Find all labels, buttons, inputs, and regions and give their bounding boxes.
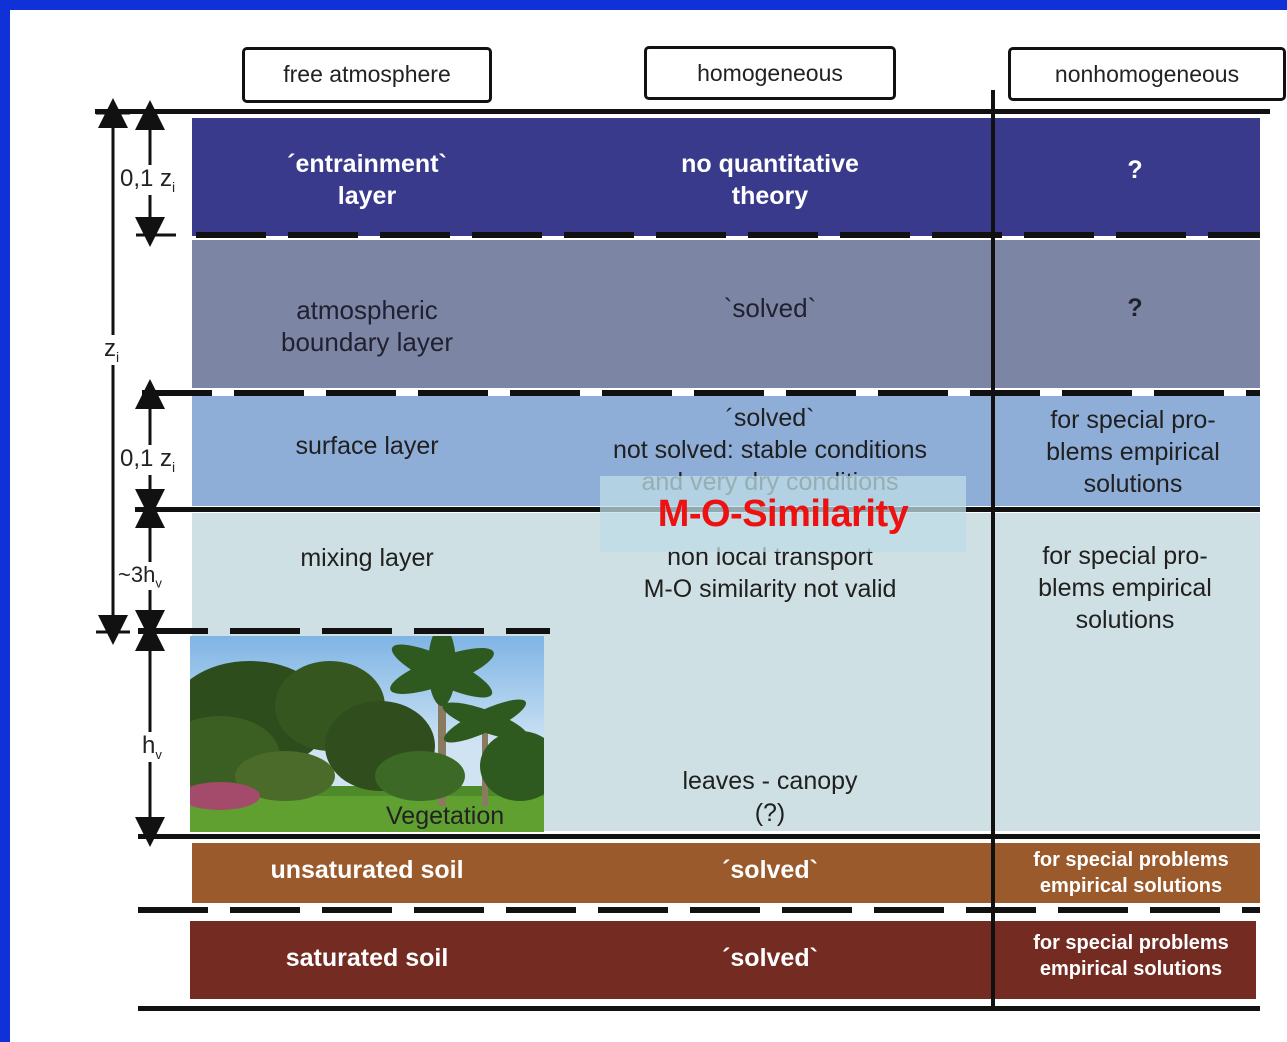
label-surface-scale-text: 0,1 z	[120, 445, 173, 472]
band-saturated-soil	[190, 921, 1256, 999]
cell-surface-homogeneous: ´solved` not solved: stable conditions a…	[612, 404, 928, 496]
label-surface-scale-sub: i	[172, 458, 176, 475]
cell-entrainment-layer: ´entrainment` layer	[287, 150, 447, 210]
entrainment-dashed-line	[196, 232, 1260, 238]
bottom-line	[138, 1006, 1260, 1011]
label-canopy-scale-text: h	[142, 732, 156, 759]
cell-mixing-nonhomogeneous: for special pro- blems empirical solutio…	[1038, 542, 1212, 634]
label-zi-scale: zi	[104, 335, 120, 365]
cell-entrainment-homogeneous: no quantitative theory	[681, 150, 859, 210]
band-unsaturated-soil	[192, 843, 1260, 903]
cell-saturated-soil: saturated soil	[285, 944, 449, 972]
vegetation-label: Vegetation	[386, 802, 505, 830]
header-homogeneous: homogeneous	[644, 46, 896, 100]
vegetation-photo: Vegetation	[190, 636, 544, 832]
cell-entrainment-nonhomogeneous: ?	[1127, 156, 1143, 184]
band-boundary-layer	[192, 240, 1260, 388]
label-entrainment-scale: 0,1 zi	[118, 165, 178, 195]
label-canopy-scale: hv	[142, 732, 162, 762]
diagram-canvas: free atmosphere homogeneous nonhomogeneo…	[10, 10, 1287, 1042]
cell-surface-nonhomogeneous: for special pro- blems empirical solutio…	[1046, 406, 1220, 498]
label-surface-scale: 0,1 zi	[118, 445, 178, 475]
column-divider	[991, 90, 995, 1008]
label-mixing-scale-sub: v	[155, 575, 162, 591]
canopy-top-dashed-line	[138, 628, 550, 634]
boundary-dashed-line	[142, 390, 1260, 396]
cell-boundary-homogeneous: `solved`	[723, 293, 817, 323]
label-mixing-scale: ~3hv	[116, 562, 164, 591]
cell-boundary-nonhomogeneous: ?	[1127, 294, 1143, 322]
mo-similarity-overlay: M-O-Similarity	[600, 476, 966, 552]
label-canopy-scale-sub: v	[155, 746, 162, 762]
cell-canopy-homogeneous: leaves - canopy (?)	[682, 767, 858, 827]
cell-saturated-nonhomogeneous: for special problems empirical solutions	[1033, 932, 1229, 980]
cell-mixing-layer: mixing layer	[300, 544, 434, 572]
water-table-dashed-line	[138, 907, 1260, 913]
cell-saturated-homogeneous: ´solved`	[722, 944, 818, 972]
cell-surface-layer: surface layer	[295, 432, 439, 460]
cell-unsaturated-nonhomogeneous: for special problems empirical solutions	[1033, 849, 1229, 897]
band-entrainment	[192, 118, 1260, 236]
label-zi-scale-sub: i	[116, 348, 120, 365]
header-nonhomogeneous: nonhomogeneous	[1008, 47, 1286, 101]
cell-unsaturated-soil: unsaturated soil	[270, 856, 464, 884]
top-boundary-line	[95, 109, 1270, 114]
label-entrainment-scale-text: 0,1 z	[120, 165, 173, 192]
cell-unsaturated-homogeneous: ´solved`	[722, 856, 818, 884]
label-mixing-scale-text: ~3h	[118, 562, 156, 587]
cell-boundary-layer: atmospheric boundary layer	[281, 295, 453, 357]
header-free-atmosphere: free atmosphere	[242, 47, 492, 103]
ground-line	[138, 834, 1260, 839]
label-zi-scale-text: z	[104, 335, 116, 362]
label-entrainment-scale-sub: i	[172, 178, 176, 195]
